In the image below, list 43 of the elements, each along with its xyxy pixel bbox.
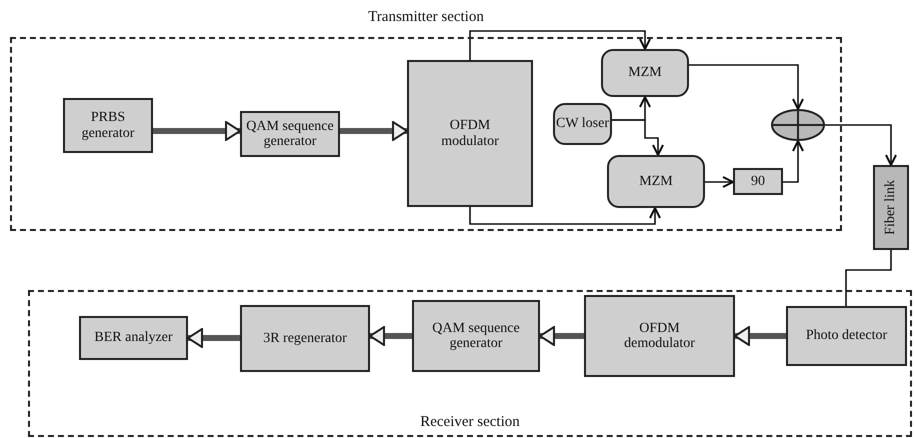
block-label: Fiber link <box>883 180 899 235</box>
arrow <box>705 176 734 188</box>
combiner-symbol <box>771 109 825 141</box>
process-block <box>240 305 370 372</box>
process-block <box>63 98 153 153</box>
arrow <box>369 326 412 346</box>
block-label: MZM <box>639 174 673 190</box>
block-label: MZM <box>628 65 662 81</box>
block-label: OFDM demodulator <box>623 320 696 352</box>
process-block <box>733 168 783 195</box>
arrow <box>734 326 786 346</box>
block-label: CW loser <box>556 116 609 132</box>
section-frame <box>28 290 912 437</box>
process-block <box>240 111 340 157</box>
arrow <box>783 140 804 183</box>
process-block <box>412 300 540 372</box>
block-label: Photo detector <box>806 328 888 344</box>
process-block <box>873 165 909 250</box>
section-title: Receiver section <box>419 414 521 431</box>
block-label: QAM sequence generator <box>431 320 521 352</box>
arrow <box>539 326 584 346</box>
process-block <box>407 60 533 207</box>
process-block <box>79 316 188 360</box>
arrow <box>825 124 897 166</box>
arrow <box>340 121 408 141</box>
block-label: QAM sequence generator <box>245 118 335 150</box>
process-block <box>607 155 705 208</box>
process-block <box>584 295 735 377</box>
block-label: PRBS generator <box>80 110 136 141</box>
arrow <box>469 30 651 60</box>
arrow <box>153 121 241 141</box>
block-label: 3R regenerator <box>263 330 347 346</box>
process-block <box>786 306 907 366</box>
block-label: BER analyzer <box>94 330 173 346</box>
process-block <box>601 49 689 97</box>
arrow <box>689 64 804 110</box>
process-block <box>553 103 612 145</box>
arrow <box>187 328 240 348</box>
block-label: OFDM modulator <box>440 118 500 149</box>
arrow <box>469 207 661 225</box>
block-label: 90 <box>751 174 765 190</box>
section-title: Transmitter section <box>367 9 485 26</box>
arrow <box>612 119 664 156</box>
